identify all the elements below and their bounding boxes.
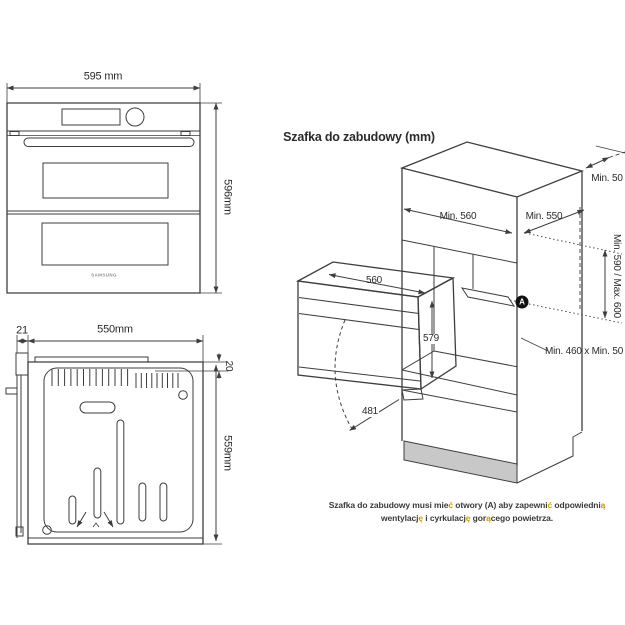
samsung-logo: SAMSUNG: [91, 272, 117, 278]
vent-opening-label: Min. 460 x Min. 50: [544, 346, 624, 357]
cabinet-title: Szafka do zabudowy (mm): [283, 130, 435, 144]
door-clearance-label: 481: [360, 406, 380, 417]
front-width-label: 595 mm: [83, 70, 123, 83]
front-height-label: 596mm: [221, 179, 234, 215]
caption-line-2: wentylację i cyrkulację gorącego powietr…: [381, 513, 553, 523]
oven-width-label: 560: [365, 275, 383, 286]
side-front-depth-label: 21: [16, 324, 28, 337]
niche-height-label: Min. 590 / Max. 600: [611, 233, 622, 319]
cabinet-art: [298, 142, 625, 483]
front-view-art: [7, 83, 222, 293]
caption-line-1: Szafka do zabudowy musi mieć otwory (A) …: [328, 500, 606, 510]
side-top-offset-label: 20: [223, 360, 234, 372]
vent-marker-badge: A: [515, 295, 529, 309]
niche-depth-label: Min. 550: [525, 211, 563, 222]
oven-height-label: 579: [421, 333, 441, 344]
side-view-art: [6, 335, 228, 544]
side-depth-label: 550mm: [97, 323, 133, 336]
side-height-label: 559mm: [221, 435, 234, 471]
niche-width-label: Min. 560: [439, 211, 477, 222]
top-gap-label: Min. 50: [591, 173, 623, 184]
